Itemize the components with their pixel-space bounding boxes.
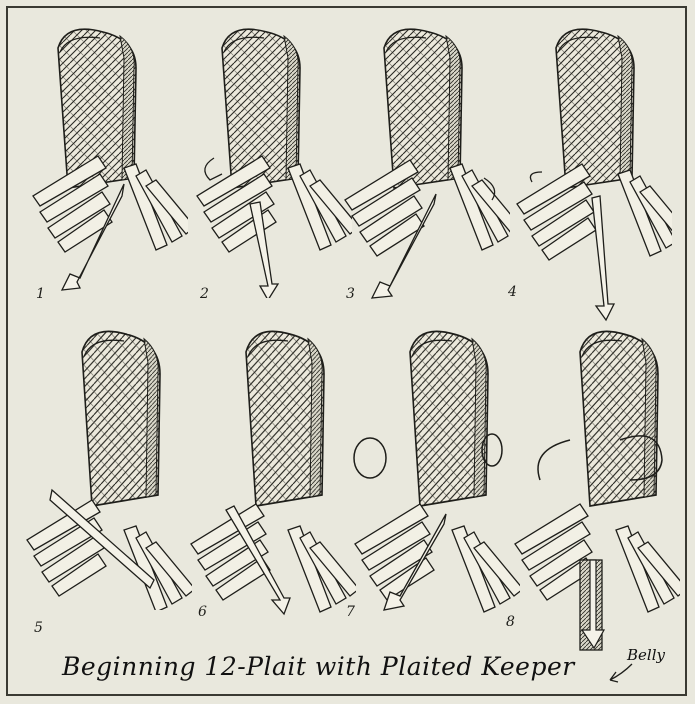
step-2-number: 2 [200,286,209,302]
caption-title: Beginning 12-Plait with Plaited Keeper [62,652,575,681]
step-2-diagram [192,28,352,298]
step-6-diagram [186,330,356,620]
step-5-number: 5 [34,620,43,636]
step-3-number: 3 [346,286,355,302]
belly-pointer-arrow [602,660,642,690]
step-7-diagram [350,330,520,620]
step-1-diagram [28,28,188,298]
step-3-diagram [340,28,510,303]
step-8-number: 8 [506,614,515,630]
step-4-diagram [512,28,672,323]
step-8-diagram [510,330,680,660]
step-4-number: 4 [508,284,517,300]
step-5-diagram [22,330,192,610]
step-6-number: 6 [198,604,207,620]
step-7-number: 7 [346,604,355,620]
step-1-number: 1 [36,286,45,302]
